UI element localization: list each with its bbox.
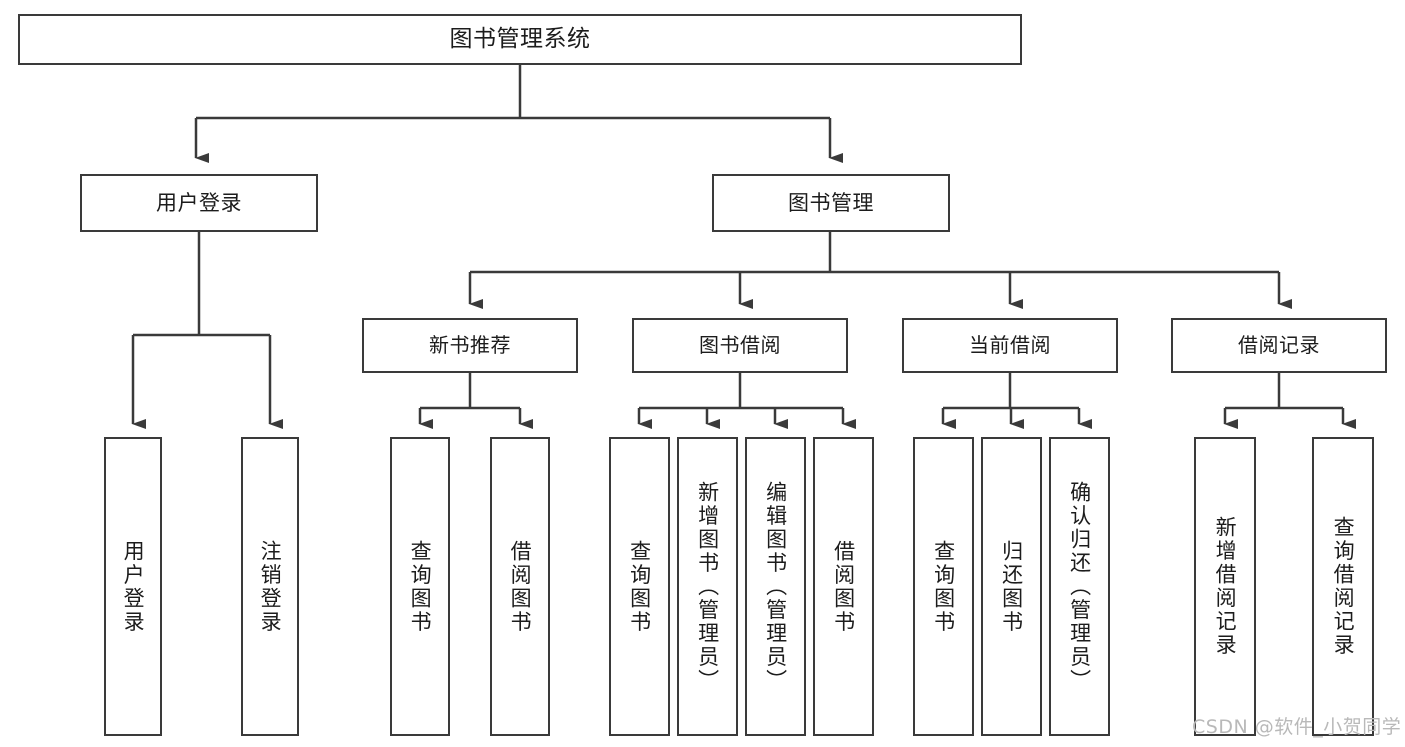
node-leaf-confirm-return[interactable]: 确认归还（管理员）: [1049, 437, 1110, 736]
node-root-label: 图书管理系统: [449, 25, 591, 52]
node-new-book-rec[interactable]: 新书推荐: [362, 318, 578, 373]
node-user-login[interactable]: 用户登录: [80, 174, 318, 232]
node-leaf-query-book-3-label: 查询图书: [931, 539, 956, 634]
node-book-manage[interactable]: 图书管理: [712, 174, 950, 232]
csdn-watermark: CSDN @软件_小贺同学: [1192, 716, 1402, 738]
node-new-book-rec-label: 新书推荐: [429, 332, 511, 357]
node-leaf-user-login[interactable]: 用户登录: [104, 437, 162, 736]
node-book-borrow-label: 图书借阅: [699, 332, 781, 357]
node-leaf-query-book-2-label: 查询图书: [627, 539, 652, 634]
node-leaf-query-book-1-label: 查询图书: [408, 539, 433, 634]
node-book-manage-label: 图书管理: [788, 190, 874, 215]
node-book-borrow[interactable]: 图书借阅: [632, 318, 848, 373]
node-leaf-edit-book[interactable]: 编辑图书（管理员）: [745, 437, 806, 736]
node-leaf-edit-book-label: 编辑图书（管理员）: [763, 480, 788, 693]
node-leaf-query-book-2[interactable]: 查询图书: [609, 437, 670, 736]
node-leaf-add-book[interactable]: 新增图书（管理员）: [677, 437, 738, 736]
node-leaf-confirm-return-label: 确认归还（管理员）: [1067, 480, 1092, 693]
node-borrow-record-label: 借阅记录: [1238, 332, 1320, 357]
node-leaf-query-book-1[interactable]: 查询图书: [390, 437, 450, 736]
node-leaf-add-record-label: 新增借阅记录: [1213, 516, 1238, 657]
node-leaf-user-login-label: 用户登录: [121, 539, 146, 634]
node-leaf-add-book-label: 新增图书（管理员）: [695, 480, 720, 693]
node-root[interactable]: 图书管理系统: [18, 14, 1022, 65]
node-leaf-user-logout-label: 注销登录: [258, 539, 283, 634]
node-leaf-query-book-3[interactable]: 查询图书: [913, 437, 974, 736]
node-leaf-borrow-book-2[interactable]: 借阅图书: [813, 437, 874, 736]
node-leaf-user-logout[interactable]: 注销登录: [241, 437, 299, 736]
node-leaf-return-book[interactable]: 归还图书: [981, 437, 1042, 736]
node-leaf-borrow-book-1-label: 借阅图书: [508, 539, 533, 634]
node-leaf-query-record-label: 查询借阅记录: [1331, 516, 1356, 657]
node-leaf-borrow-book-2-label: 借阅图书: [831, 539, 856, 634]
node-current-borrow[interactable]: 当前借阅: [902, 318, 1118, 373]
node-leaf-query-record[interactable]: 查询借阅记录: [1312, 437, 1374, 736]
node-current-borrow-label: 当前借阅: [969, 332, 1051, 357]
node-leaf-return-book-label: 归还图书: [999, 539, 1024, 634]
node-leaf-borrow-book-1[interactable]: 借阅图书: [490, 437, 550, 736]
node-borrow-record[interactable]: 借阅记录: [1171, 318, 1387, 373]
node-leaf-add-record[interactable]: 新增借阅记录: [1194, 437, 1256, 736]
node-user-login-label: 用户登录: [156, 190, 242, 215]
